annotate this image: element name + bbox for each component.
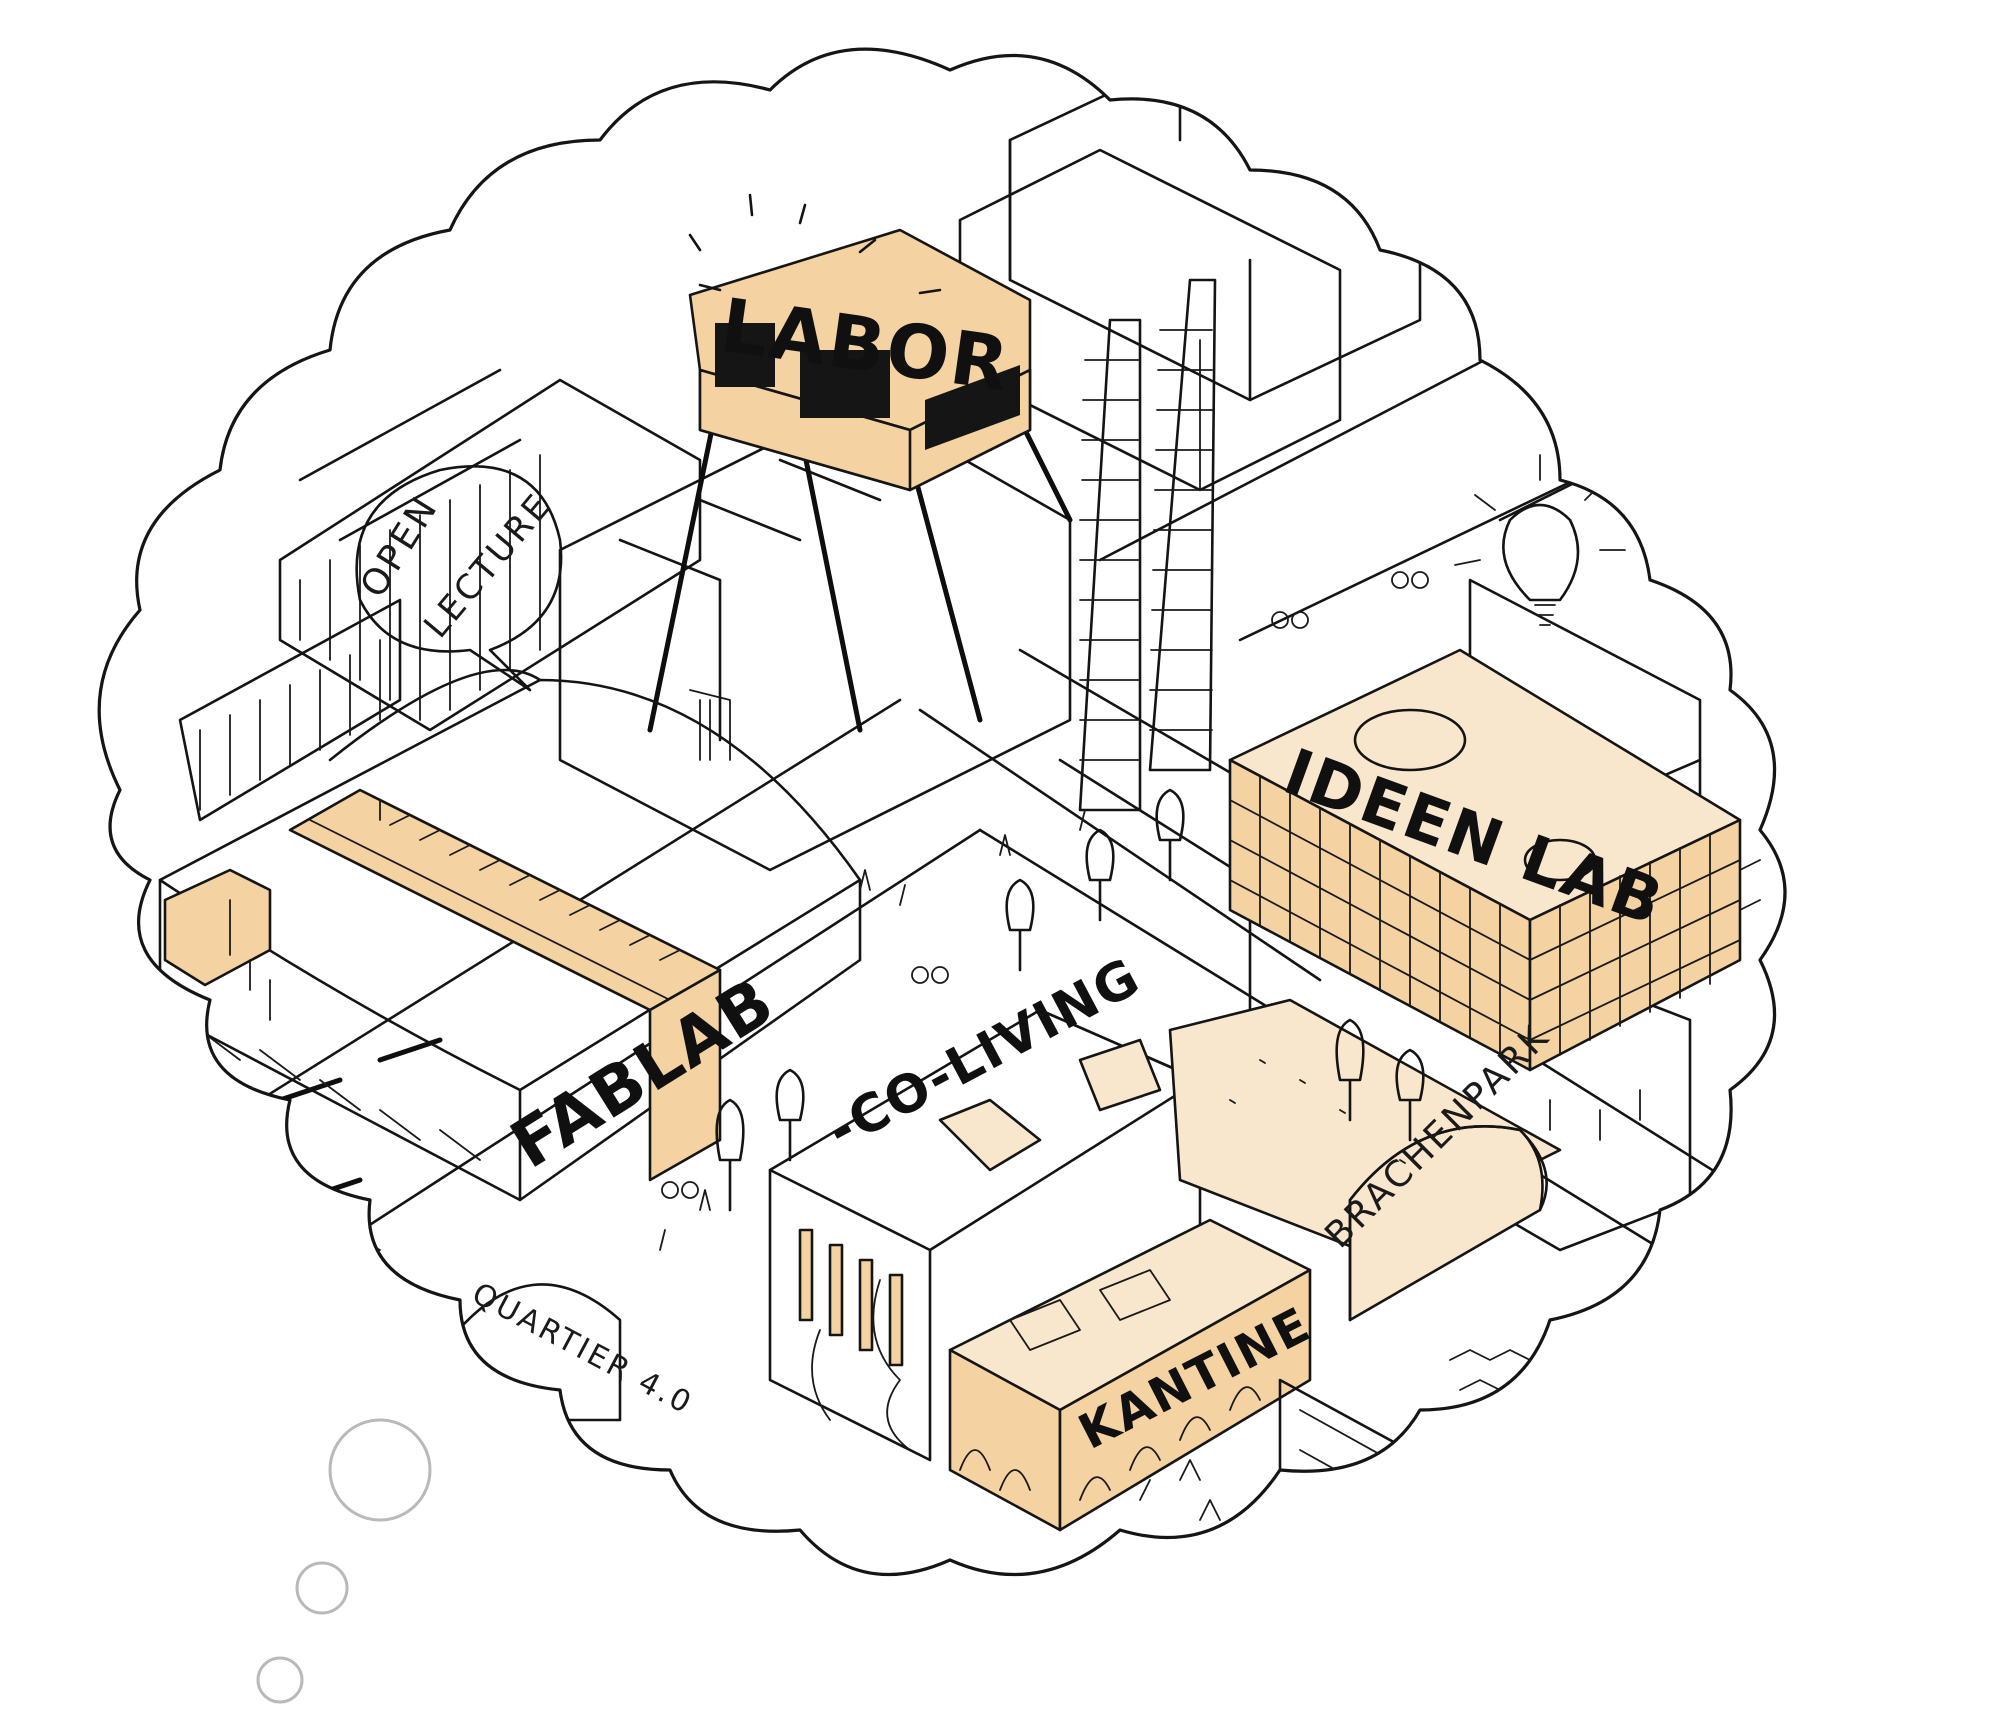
kantine-building: KANTINE bbox=[948, 1218, 1320, 1532]
brachenpark: BRACHENPARK bbox=[1168, 998, 1562, 1322]
pedestrian-icon bbox=[659, 809, 1221, 1521]
cyclist-icon bbox=[661, 571, 1429, 1199]
chimneys bbox=[1078, 278, 1217, 812]
tree-icon bbox=[715, 788, 1425, 1212]
labor-tower: LABOR bbox=[558, 193, 1073, 872]
thought-bubble-icon bbox=[256, 1418, 432, 1704]
ideen-lab-building: IDEEN LAB bbox=[1228, 648, 1742, 1252]
sun-ray-icon bbox=[688, 193, 942, 295]
background-buildings-left bbox=[178, 368, 702, 822]
lightbulb-icon bbox=[1454, 454, 1626, 626]
